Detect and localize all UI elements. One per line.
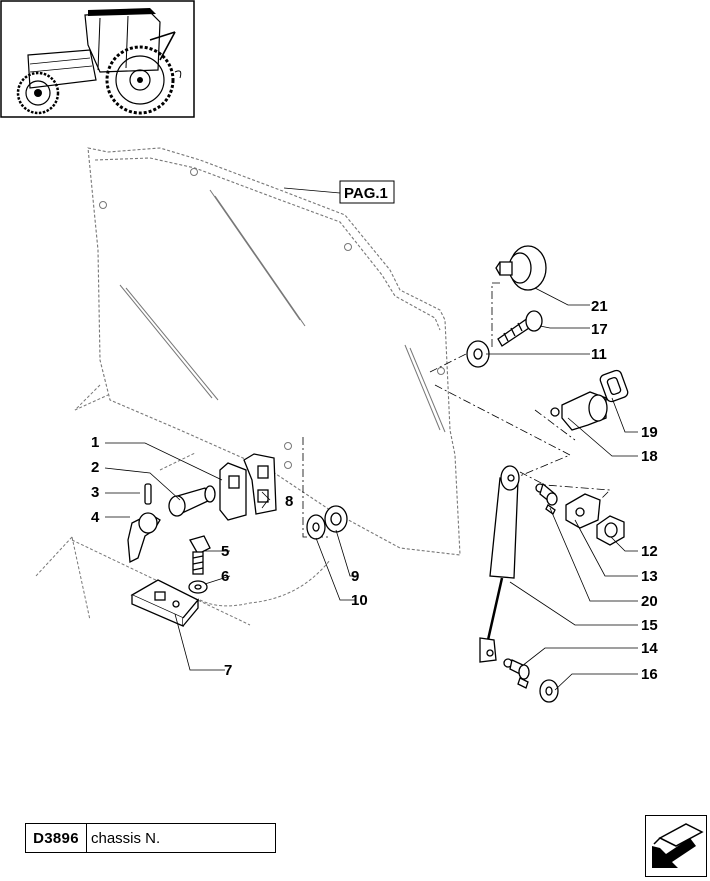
page-reference-box[interactable]: PAG.1: [283, 180, 395, 204]
screw-part-17: [497, 310, 543, 347]
washer-part-11: [466, 340, 490, 368]
callout-19: 19: [641, 424, 658, 441]
washer-part-16: [539, 679, 559, 703]
glass-reflection-lines: [119, 189, 446, 433]
callout-6: 6: [221, 568, 229, 585]
parts: [127, 245, 629, 703]
callout-3: 3: [91, 484, 99, 501]
callout-13: 13: [641, 568, 658, 585]
nut-part-12: [596, 515, 625, 546]
leader-lines: [104, 287, 638, 691]
callout-1: 1: [91, 434, 99, 451]
roll-pin-part-3: [144, 483, 152, 505]
hinge-part-8: [219, 453, 277, 521]
gasket-part-19: [599, 369, 629, 403]
frame-fragment-lines: [34, 384, 331, 626]
page-reference-label: PAG.1: [344, 185, 388, 202]
pin-part-2: [168, 485, 216, 517]
door-glass-outline: [87, 147, 461, 556]
gas-strut-part-15: [479, 465, 520, 663]
door-holes: [99, 168, 445, 469]
ball-stud-part-14: [503, 658, 530, 689]
callout-14: 14: [641, 640, 658, 657]
knob-part-21: [495, 245, 547, 291]
spacer-part-9: [324, 505, 348, 533]
bolt-part-5: [189, 535, 211, 575]
washer-part-10: [306, 514, 326, 540]
drawing-code: D3896: [26, 824, 87, 852]
callout-11: 11: [591, 346, 607, 363]
callout-labels: 1 2 3 4 5 6 7 8 9 10 11 12 13 14 15 16 1…: [91, 298, 658, 683]
plate-part-7: [130, 579, 200, 627]
callout-10: 10: [351, 592, 368, 609]
washer-part-6: [188, 580, 208, 594]
chassis-label: chassis N.: [91, 829, 161, 847]
ball-stud-part-20: [535, 482, 558, 515]
callout-17: 17: [591, 321, 608, 338]
callout-15: 15: [641, 617, 658, 634]
callout-18: 18: [641, 448, 658, 465]
tractor-thumbnail-icon: [0, 0, 195, 118]
latch-part-18: [550, 391, 608, 431]
callout-5: 5: [221, 543, 229, 560]
callout-9: 9: [351, 568, 359, 585]
callout-8: 8: [285, 493, 293, 510]
callout-16: 16: [641, 666, 658, 683]
footer-code-box: D3896 chassis N.: [25, 823, 276, 853]
callout-4: 4: [91, 509, 100, 526]
next-page-arrow-icon: [652, 823, 704, 868]
next-page-button[interactable]: [645, 815, 707, 877]
callout-7: 7: [224, 662, 232, 679]
callout-2: 2: [91, 459, 99, 476]
bracket-part-13: [565, 493, 601, 529]
lever-part-4: [127, 512, 161, 564]
callout-12: 12: [641, 543, 658, 560]
callout-21: 21: [591, 298, 608, 315]
callout-20: 20: [641, 593, 658, 610]
